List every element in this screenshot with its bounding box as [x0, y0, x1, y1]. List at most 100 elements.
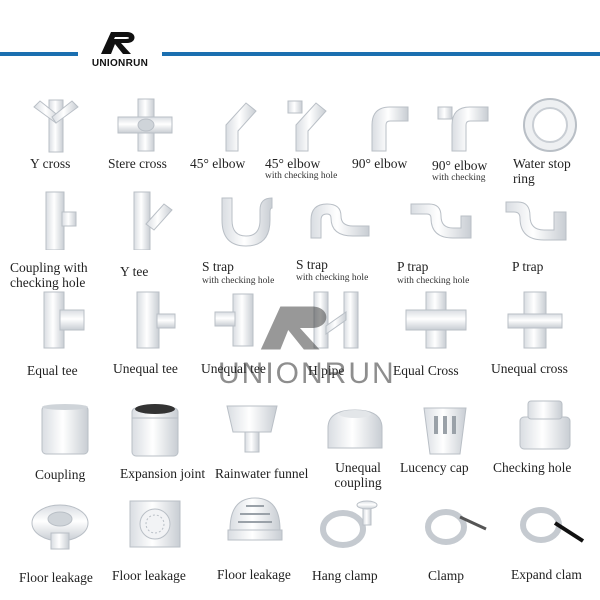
label-unequal-coupling: Unequal coupling	[334, 460, 382, 490]
label-expand-clam: Expand clam	[511, 567, 582, 582]
floor-leakage-dome-icon	[227, 497, 283, 541]
label-floor-leakage-2: Floor leakage	[112, 568, 186, 583]
product-unequal-tee-2	[190, 290, 290, 350]
s-trap-icon	[221, 197, 273, 247]
label-coupling-checking: Coupling with checking hole	[10, 260, 88, 290]
product-floor-leakage-2	[105, 495, 205, 555]
product-p-trap-1	[390, 190, 490, 250]
y-tee-icon	[133, 191, 173, 250]
label-45-elbow-checking: 45° elbow	[265, 156, 321, 171]
unequal-tee-icon	[136, 291, 176, 349]
label-s-trap-2: S trap	[296, 257, 328, 272]
rainwater-funnel-icon	[226, 405, 278, 453]
header-rule-right	[162, 52, 600, 56]
brand-name: UNIONRUN	[91, 58, 149, 69]
equal-cross-icon	[405, 291, 467, 349]
product-45-elbow	[185, 95, 285, 155]
label-expansion-joint: Expansion joint	[120, 466, 206, 481]
label-lucency-cap: Lucency cap	[400, 460, 469, 475]
label-p-trap-1: P trap	[397, 259, 429, 274]
label-floor-leakage-3: Floor leakage	[217, 567, 291, 582]
hang-clamp-icon	[320, 500, 378, 548]
label-90-elbow: 90° elbow	[352, 156, 408, 171]
stere-cross-icon	[117, 98, 173, 152]
product-expansion-joint	[105, 400, 205, 460]
clamp-icon	[425, 509, 487, 545]
sub-s-trap-2: with checking hole	[296, 273, 369, 283]
p-trap-2-icon	[505, 201, 567, 241]
label-90-elbow-checking: 90° elbow	[432, 158, 488, 173]
product-y-cross	[5, 95, 105, 155]
elbow-90-checking-icon	[437, 106, 489, 152]
label-clamp: Clamp	[428, 568, 464, 583]
checking-hole-icon	[519, 400, 571, 450]
watermark: UNIONRUN	[218, 298, 396, 391]
product-90-elbow-checking	[415, 95, 515, 155]
label-y-tee: Y tee	[120, 264, 149, 279]
elbow-45-checking-icon	[287, 100, 327, 152]
product-equal-cross	[385, 290, 485, 350]
coupling-icon	[41, 404, 89, 455]
product-stere-cross	[95, 95, 195, 155]
s-trap-2-icon	[310, 203, 370, 239]
product-coupling-checking	[5, 190, 105, 250]
label-equal-cross: Equal Cross	[393, 363, 459, 378]
water-stop-ring-icon	[523, 98, 577, 152]
equal-tee-icon	[43, 291, 85, 349]
elbow-90-icon	[371, 106, 409, 152]
product-45-elbow-checking	[255, 95, 355, 155]
product-water-stop-ring	[500, 95, 600, 155]
label-45-elbow: 45° elbow	[190, 156, 246, 171]
y-cross-icon	[33, 99, 79, 153]
unequal-coupling-icon	[327, 409, 383, 449]
label-unequal-cross: Unequal cross	[491, 361, 568, 376]
watermark-logo-icon	[260, 306, 327, 350]
elbow-45-icon	[225, 102, 257, 152]
label-stere-cross: Stere cross	[108, 156, 167, 171]
coupling-checking-icon	[45, 191, 77, 250]
product-s-trap-2	[290, 190, 390, 250]
watermark-text: UNIONRUN	[218, 357, 396, 390]
product-unequal-tee-1	[100, 290, 200, 350]
header-rule-left	[0, 52, 78, 56]
product-p-trap-2	[485, 190, 585, 250]
label-hang-clamp: Hang clamp	[312, 568, 378, 583]
expand-clam-icon	[520, 507, 585, 543]
label-y-cross: Y cross	[30, 156, 71, 171]
unequal-tee-2-icon	[214, 293, 254, 347]
label-s-trap-1: S trap	[202, 259, 234, 274]
unequal-cross-icon	[507, 291, 563, 349]
p-trap-icon	[410, 203, 472, 239]
sub-45-elbow-checking: with checking hole	[265, 171, 338, 181]
product-checking-hole	[495, 395, 595, 455]
sub-s-trap-1: with checking hole	[202, 276, 275, 286]
product-rainwater-funnel	[200, 400, 300, 460]
product-expand-clam	[500, 495, 600, 555]
label-unequal-tee-1: Unequal tee	[113, 361, 178, 376]
label-equal-tee: Equal tee	[27, 363, 78, 378]
product-clamp	[405, 495, 505, 555]
floor-leakage-square-icon	[129, 500, 181, 548]
product-floor-leakage-3	[205, 490, 305, 550]
product-unequal-coupling	[305, 400, 405, 460]
product-floor-leakage-1	[10, 495, 110, 555]
product-lucency-cap	[395, 400, 495, 460]
brand-logo: UNIONRUN	[86, 30, 154, 69]
sub-p-trap-1: with checking hole	[397, 276, 470, 286]
lucency-cap-icon	[423, 407, 467, 455]
label-h-pipe: H pipe	[308, 363, 345, 378]
product-90-elbow	[335, 95, 435, 155]
product-unequal-cross	[485, 290, 585, 350]
expansion-joint-icon	[131, 404, 179, 457]
label-water-stop-ring: Water stop ring	[513, 156, 571, 186]
product-coupling	[15, 400, 115, 460]
label-p-trap-2: P trap	[512, 259, 544, 274]
product-s-trap-1	[195, 190, 295, 250]
label-unequal-tee-2: Unequal tee	[201, 361, 266, 376]
product-hang-clamp	[300, 495, 400, 555]
sub-90-elbow-checking: with checking	[432, 173, 486, 183]
label-floor-leakage-1: Floor leakage	[19, 570, 93, 585]
logo-mark-icon	[101, 32, 135, 54]
label-coupling: Coupling	[35, 467, 86, 482]
product-y-tee	[95, 190, 195, 250]
